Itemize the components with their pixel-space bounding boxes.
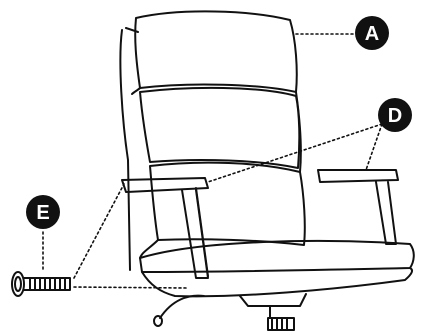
left-armrest	[122, 178, 208, 278]
part-badge-d: D	[378, 98, 412, 132]
part-badge-e: E	[26, 195, 60, 229]
chair-backrest	[120, 11, 304, 270]
leader-line-d-right	[366, 124, 382, 170]
part-label-e: E	[36, 202, 49, 224]
leader-line-screw-upper	[74, 184, 124, 278]
leader-line-screw-lower	[74, 287, 186, 288]
leader-line-d-left	[208, 124, 382, 182]
part-label-a: A	[365, 23, 379, 45]
part-label-d: D	[388, 105, 402, 127]
part-badge-a: A	[355, 16, 389, 50]
right-armrest	[318, 170, 398, 244]
chair-base	[154, 294, 306, 330]
screw-part	[12, 272, 70, 296]
